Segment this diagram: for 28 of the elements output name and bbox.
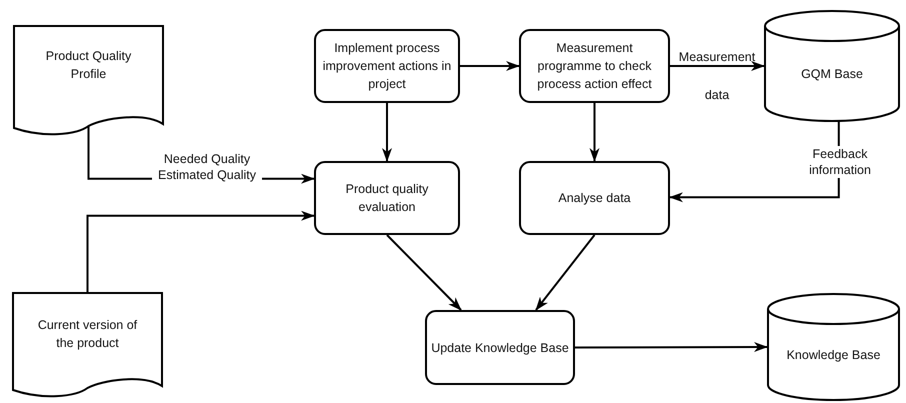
node-label: Analyse data <box>557 190 632 207</box>
node-label: Knowledge Base <box>786 347 882 364</box>
process-box <box>314 29 460 103</box>
arrow <box>86 210 315 292</box>
arrow <box>590 103 600 162</box>
arrow <box>386 234 462 311</box>
arrow <box>460 61 520 71</box>
database-cylinder <box>767 293 900 401</box>
node-label: Implement process improvement actions in project <box>322 40 452 93</box>
process-box <box>519 161 670 235</box>
arrow <box>670 61 765 71</box>
arrow <box>535 234 596 311</box>
edge-label: Measurement data <box>678 49 756 104</box>
node-label: Product quality evaluation <box>344 181 430 216</box>
arrow <box>575 342 768 352</box>
arrow <box>382 103 392 162</box>
node-label: Update Knowledge Base <box>430 340 570 356</box>
process-box <box>519 29 670 103</box>
node-label: Product Quality Profile <box>44 48 132 83</box>
node-label: Current version of the product <box>36 317 138 352</box>
database-cylinder <box>764 10 900 122</box>
document-shape <box>12 292 163 400</box>
document-shape <box>13 25 164 138</box>
edge-label: Needed Quality Estimated Quality <box>152 151 262 183</box>
node-label: GQM Base <box>800 66 864 83</box>
process-box <box>314 161 460 235</box>
node-label: Measurement programme to check process action effect <box>536 40 653 93</box>
process-box <box>425 310 575 385</box>
